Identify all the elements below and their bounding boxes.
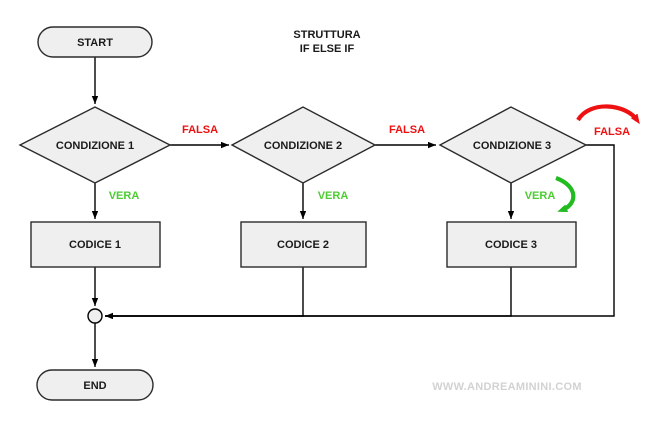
watermark: WWW.ANDREAMININI.COM [432, 381, 582, 393]
edge-label-true-1: VERA [109, 190, 140, 202]
edge-label-false-2: FALSA [389, 124, 425, 136]
green-curved-arrow-icon [555, 176, 576, 212]
edge-label-false-1: FALSA [182, 124, 218, 136]
node-condition2[interactable] [230, 106, 377, 184]
diagram-title-line1: STRUTTURA [293, 29, 360, 41]
node-code2-label: CODICE 2 [277, 239, 329, 251]
edge-label-false-3: FALSA [594, 126, 630, 138]
node-start[interactable] [37, 26, 153, 58]
red-curved-arrow-icon [576, 104, 640, 125]
node-condition3-label: CONDIZIONE 3 [473, 140, 551, 152]
node-condition2-label: CONDIZIONE 2 [264, 140, 342, 152]
node-condition1[interactable] [18, 106, 172, 184]
node-code3[interactable] [446, 221, 577, 268]
edge-label-true-3: VERA [525, 190, 556, 202]
node-condition3[interactable] [438, 106, 588, 184]
node-end-label: END [83, 380, 106, 392]
connector-code2-to-merge [105, 267, 304, 320]
node-condition1-label: CONDIZIONE 1 [56, 140, 134, 152]
diagram-title-line2: IF ELSE IF [300, 43, 355, 55]
node-code1[interactable] [30, 221, 161, 268]
node-end[interactable] [36, 369, 154, 401]
node-start-label: START [77, 37, 113, 49]
connector-code3-to-merge [105, 267, 512, 317]
node-code1-label: CODICE 1 [69, 239, 121, 251]
merge-junction [87, 308, 103, 324]
node-code3-label: CODICE 3 [485, 239, 537, 251]
node-code2[interactable] [240, 221, 367, 268]
connector-condition3-false-to-merge [105, 144, 615, 317]
edge-label-true-2: VERA [318, 190, 349, 202]
